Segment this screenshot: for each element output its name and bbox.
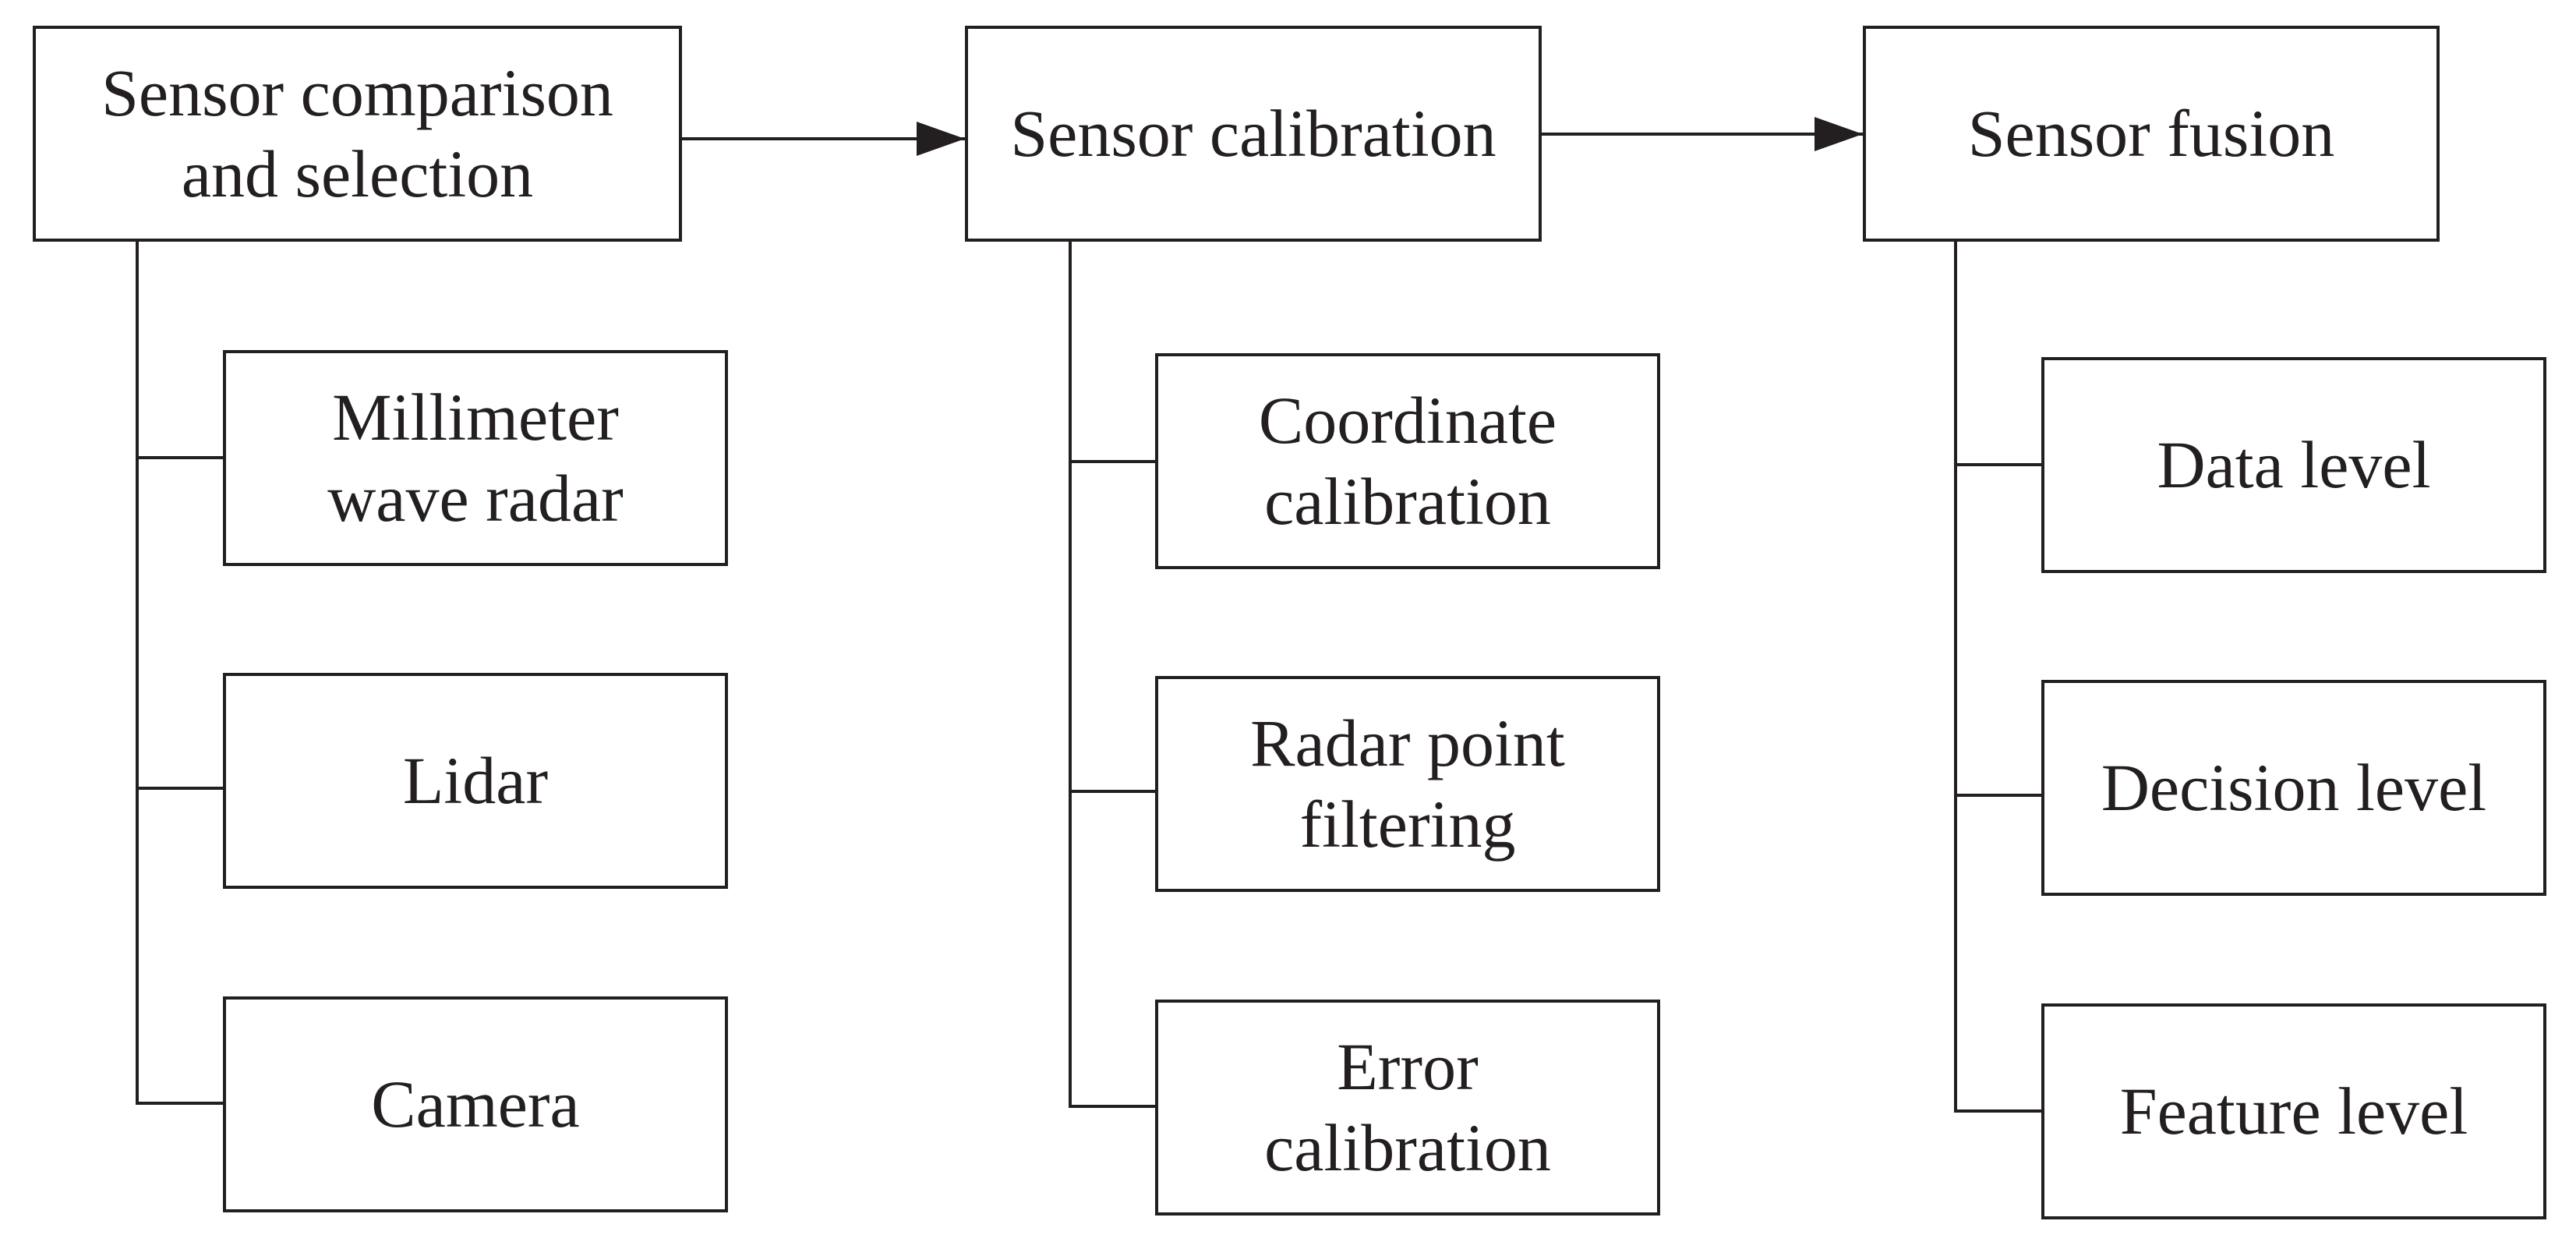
item-millimeter-wave-radar: Millimeter wave radar [223,350,728,566]
header-sensor-calibration: Sensor calibration [965,26,1542,242]
item-label: Millimeter wave radar [327,380,624,536]
item-decision-level: Decision level [2041,680,2546,896]
item-error-calibration: Error calibration [1155,1000,1660,1216]
item-label: Coordinate calibration [1258,383,1557,539]
item-data-level: Data level [2041,357,2546,573]
item-lidar: Lidar [223,673,728,889]
item-feature-level: Feature level [2041,1003,2546,1219]
item-label: Data level [2157,426,2431,502]
item-label: Decision level [2101,749,2487,825]
header-sensor-comparison: Sensor comparison and selection [33,26,682,242]
item-label: Error calibration [1264,1029,1551,1185]
header-label: Sensor comparison and selection [101,55,613,211]
item-radar-point-filtering: Radar point filtering [1155,676,1660,892]
header-sensor-fusion: Sensor fusion [1863,26,2440,242]
item-label: Camera [371,1066,580,1141]
header-label: Sensor calibration [1010,95,1496,171]
item-label: Feature level [2119,1073,2468,1148]
arrowhead-comparison-to-calibration [917,122,965,156]
header-label: Sensor fusion [1967,95,2335,171]
arrowhead-calibration-to-fusion [1815,117,1863,151]
item-label: Lidar [402,742,549,818]
item-camera: Camera [223,996,728,1212]
item-coordinate-calibration: Coordinate calibration [1155,353,1660,569]
item-label: Radar point filtering [1250,706,1565,862]
